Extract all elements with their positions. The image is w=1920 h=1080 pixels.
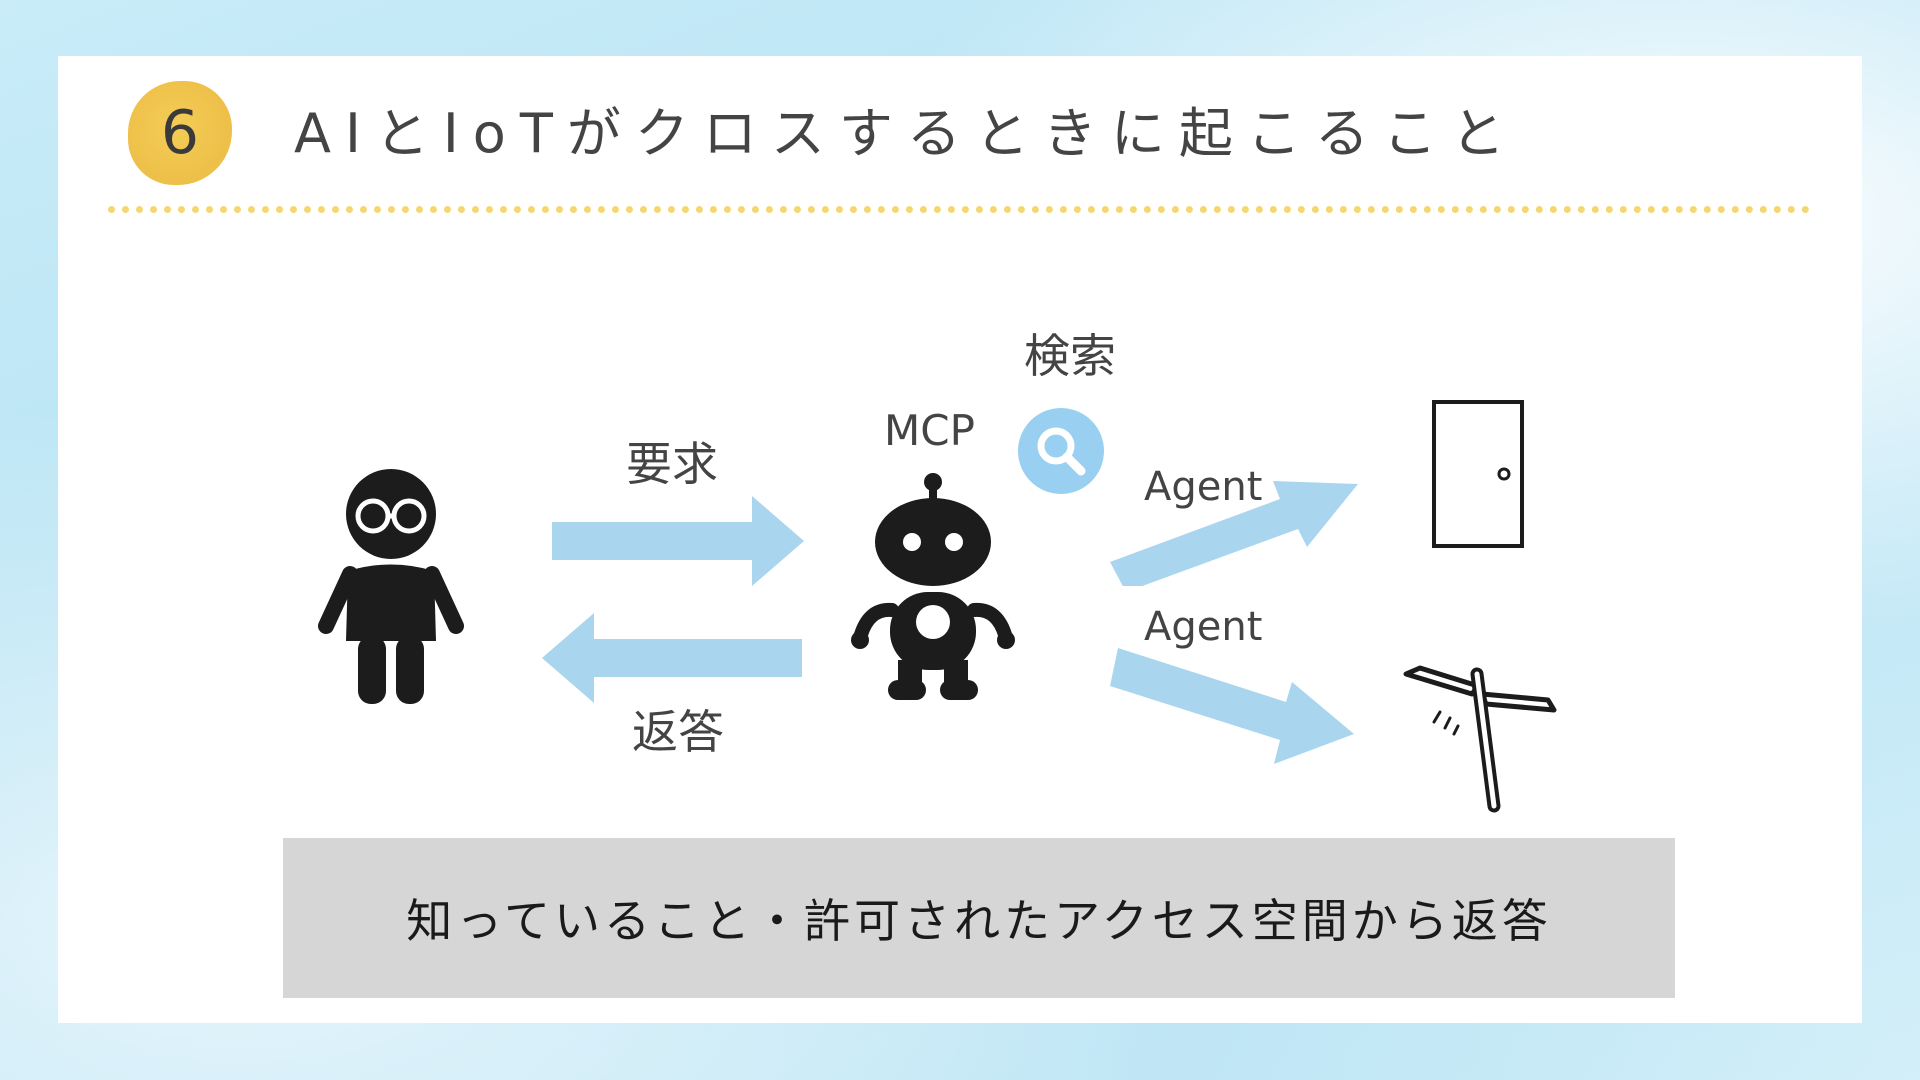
door-icon: [1432, 400, 1524, 548]
response-label: 返答: [632, 705, 724, 759]
agent-label-copter: Agent: [1144, 604, 1263, 650]
agent-arrow-copter: [1110, 648, 1354, 764]
mcp-label: MCP: [884, 406, 975, 455]
title-divider: [108, 206, 1810, 213]
summary-text: 知っていること・許可されたアクセス空間から返答: [406, 894, 1552, 948]
slide-number: 6: [160, 98, 200, 168]
response-arrow: [542, 613, 802, 703]
bamboo-copter-icon: [1403, 665, 1557, 813]
search-icon: [1018, 408, 1104, 494]
search-label: 検索: [1024, 329, 1116, 383]
request-arrow: [552, 496, 804, 586]
agent-arrow-door: [1110, 481, 1358, 586]
slide-number-badge: 6: [128, 81, 232, 185]
summary-banner: 知っていること・許可されたアクセス空間から返答: [283, 838, 1675, 998]
person-icon: [318, 469, 464, 704]
slide-title: AIとIoTがクロスするときに起こること: [294, 102, 1519, 165]
agent-label-door: Agent: [1144, 464, 1263, 510]
robot-icon: [851, 473, 1015, 700]
request-label: 要求: [626, 437, 718, 491]
